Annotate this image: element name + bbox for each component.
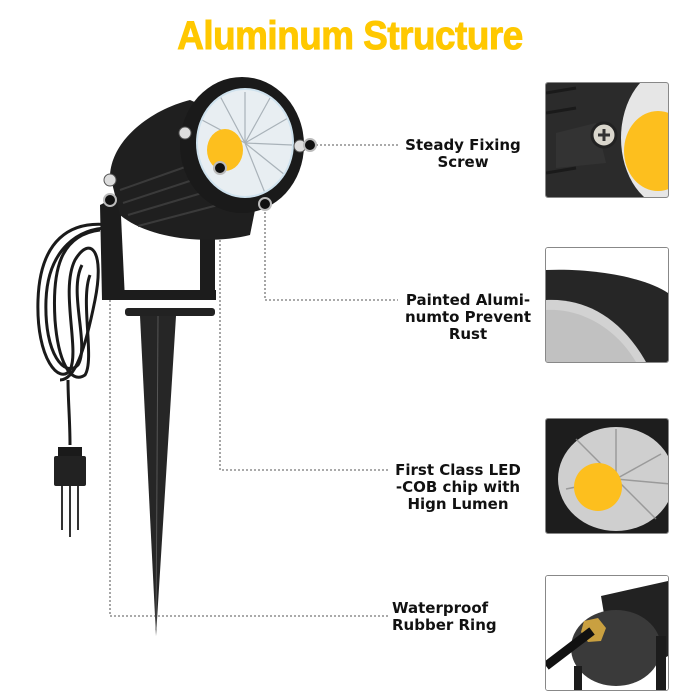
thumbnail-cob-chip	[545, 418, 669, 534]
thumbnail-housing-edge	[545, 247, 669, 363]
screw-icons	[103, 126, 307, 187]
feature-label-painted-aluminum: Painted Alumi- numto Prevent Rust	[404, 291, 532, 343]
page-title: Aluminum Structure	[177, 14, 524, 59]
thumbnail-fixing-screw	[545, 82, 669, 198]
plug-icon	[54, 447, 86, 537]
power-cord	[36, 222, 111, 446]
thumbnail-rubber-ring	[545, 575, 669, 691]
ground-stake	[125, 308, 215, 636]
feature-label-cob-chip: First Class LED -COB chip with Hign Lume…	[395, 461, 521, 513]
cob-led-chip	[207, 129, 243, 171]
callout-lines	[109, 144, 398, 617]
lamp-housing	[110, 77, 304, 240]
callout-dots	[103, 138, 317, 211]
feature-label-fixing-screw: Steady Fixing Screw	[405, 136, 521, 171]
feature-label-rubber-ring: Waterproof Rubber Ring	[392, 599, 497, 634]
